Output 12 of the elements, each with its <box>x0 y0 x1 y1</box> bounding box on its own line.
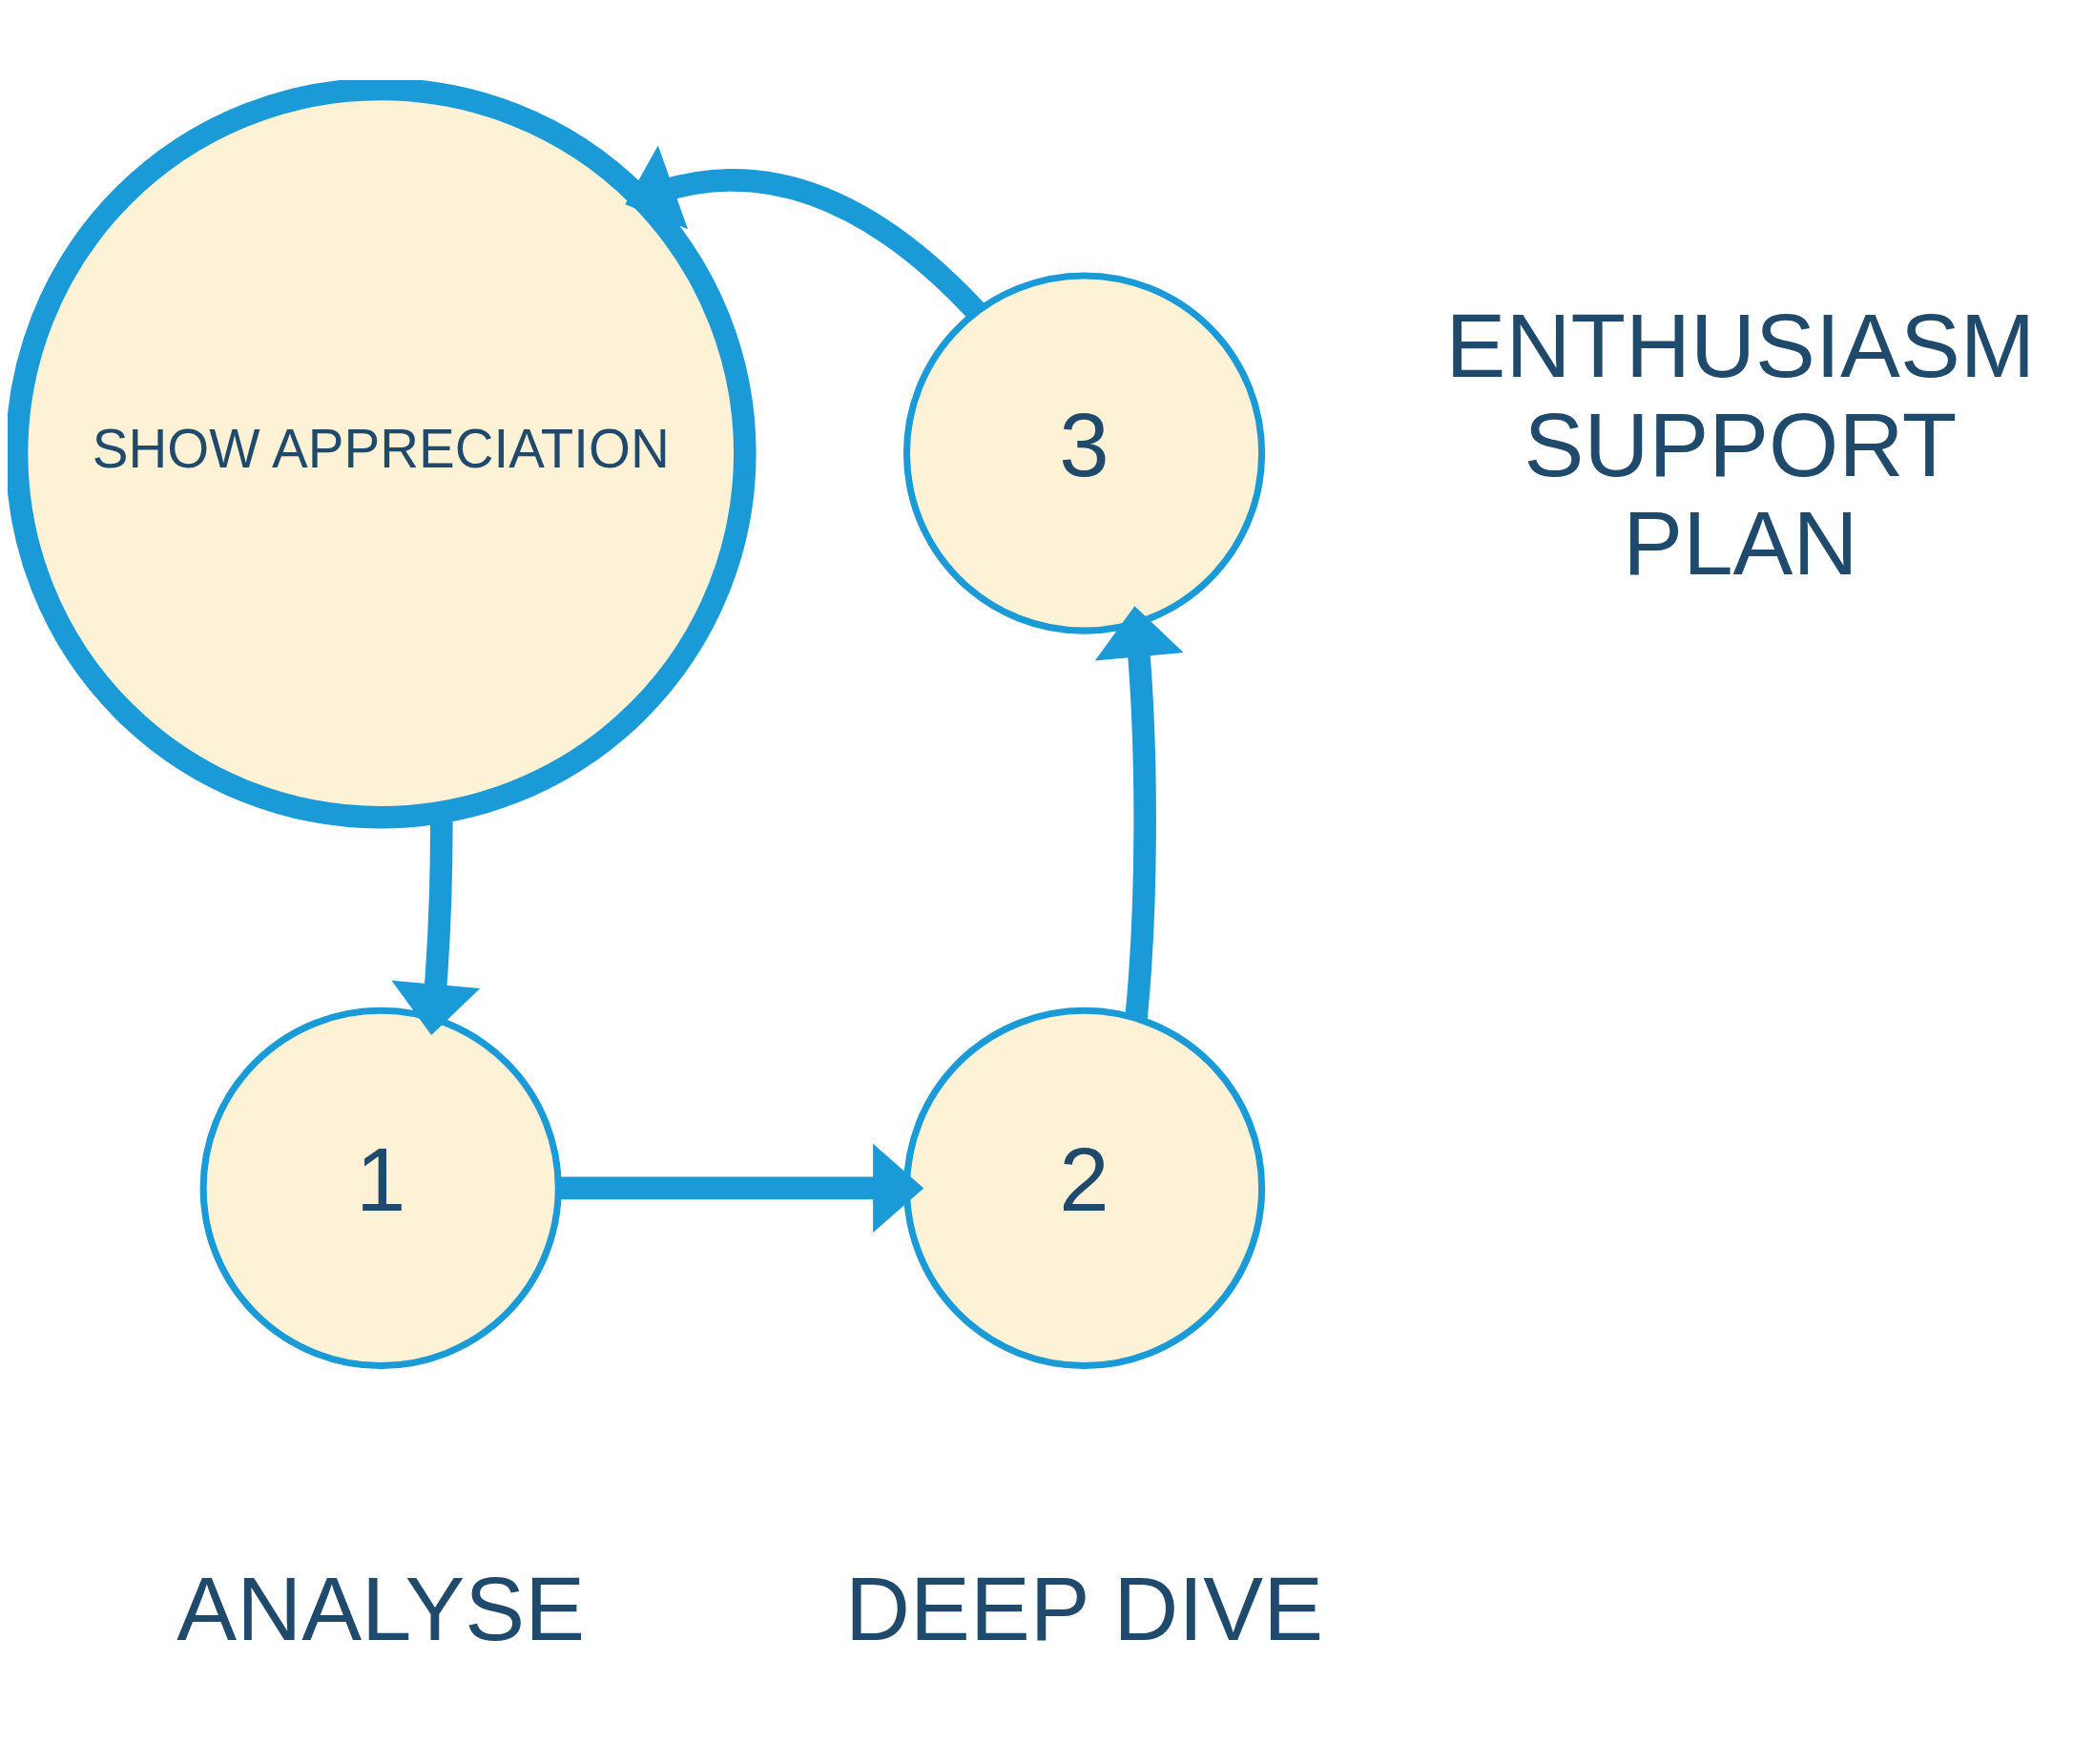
node-label: ENTHUSIASM <box>1445 295 2036 396</box>
node-label: DEEP DIVE <box>845 1558 1324 1659</box>
node-circle: 1 <box>199 1007 562 1369</box>
arrow <box>558 1143 924 1233</box>
node-circle: SHOW APPRECIATION <box>8 79 757 828</box>
arrow <box>625 144 985 319</box>
node-label: SUPPORT <box>1524 394 1958 495</box>
node-label: PLAN <box>1623 492 1858 593</box>
node-circle: 2 <box>902 1007 1266 1369</box>
node-label: ANALYSE <box>176 1558 586 1659</box>
arrow <box>1094 605 1184 1019</box>
node-circle: 3 <box>902 271 1266 634</box>
